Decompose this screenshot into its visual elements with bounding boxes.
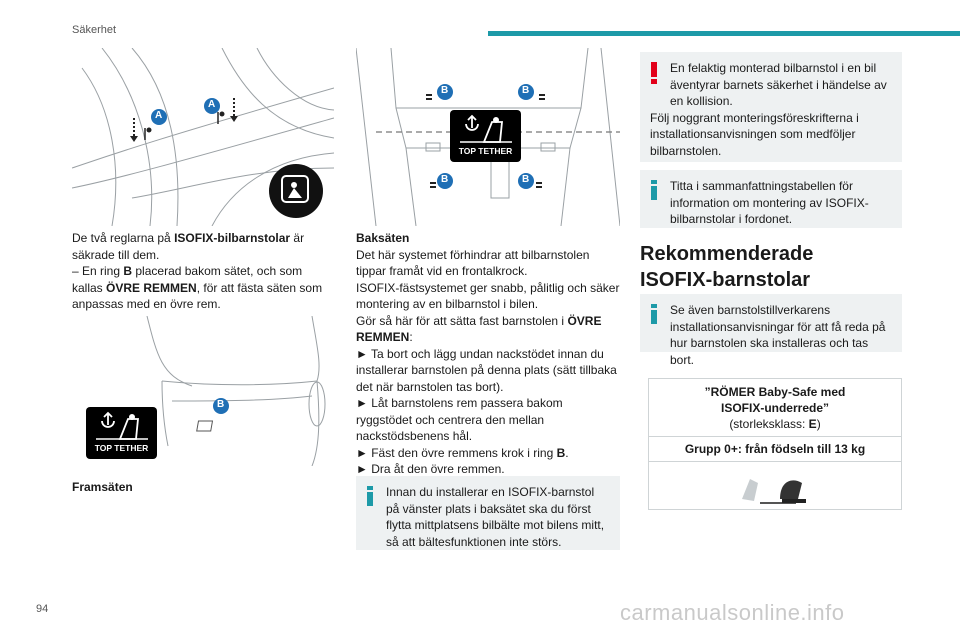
isofix-front-seat-figure: A A <box>72 48 334 226</box>
rear-ring-label-b-2: B <box>522 85 530 96</box>
step-4: ► Dra åt den övre remmen. <box>356 462 505 476</box>
child-seat-image <box>649 462 901 516</box>
rear-ring-label-b-3: B <box>441 174 449 185</box>
child-seat-card: ”RÖMER Baby-Safe med ISOFIX-underrede” (… <box>648 378 902 510</box>
ring-label-b: B <box>217 399 225 410</box>
info-icon <box>650 304 658 329</box>
rear-seat-info-note: Innan du installerar en ISOFIX-barnstol … <box>356 476 620 550</box>
warning-text-1: En felaktig monterad bilbarnstol i en bi… <box>670 61 887 108</box>
summary-table-info-text: Titta i sammanfattningstabellen för info… <box>670 179 869 226</box>
child-seat-group: Grupp 0+: från födseln till 13 kg <box>649 437 901 462</box>
info-icon <box>366 486 374 511</box>
watermark: carmanualsonline.info <box>620 600 845 625</box>
step-1: ► Ta bort och lägg undan nackstödet inna… <box>356 346 617 394</box>
rear-seats-line-1: Det här systemet förhindrar att bilbarns… <box>356 247 590 279</box>
rear-ring-label-b-1: B <box>441 85 449 96</box>
info-icon <box>650 180 658 205</box>
section-accent-bar <box>488 31 960 36</box>
isofix-symbol-icon <box>269 164 323 218</box>
child-seat-name: ”RÖMER Baby-Safe med ISOFIX-underrede” (… <box>649 379 901 437</box>
step-2: ► Låt barnstolens rem passera bakom rygg… <box>356 396 563 443</box>
rear-seats-section: Baksäten Det här systemet förhindrar att… <box>356 230 620 478</box>
page-number: 94 <box>36 603 49 615</box>
rear-seats-title: Baksäten <box>356 231 410 245</box>
rear-seat-anchors-figure: B B B B TOP TETHER <box>356 48 620 226</box>
summary-table-info-note: Titta i sammanfattningstabellen för info… <box>640 170 902 228</box>
manufacturer-info-text: Se även barnstolstillverkarens installat… <box>670 303 886 367</box>
anchor-label-a-2: A <box>208 99 216 110</box>
rear-seat-info-text: Innan du installerar en ISOFIX-barnstol … <box>386 485 605 549</box>
anchor-label-a-1: A <box>155 110 163 121</box>
rear-seats-line-2: ISOFIX-fästsystemet ger snabb, pålitlig … <box>356 280 620 312</box>
rear-ring-label-b-4: B <box>522 174 530 185</box>
step-3: ► Fäst den övre remmens krok i ring B. <box>356 445 569 460</box>
rear-top-tether-badge: TOP TETHER <box>450 110 521 162</box>
manufacturer-info-note: Se även barnstolstillverkarens installat… <box>640 294 902 367</box>
warning-note: En felaktig monterad bilbarnstol i en bi… <box>640 52 902 162</box>
howto-line: Gör så här för att sätta fast barnstolen… <box>356 313 602 345</box>
warning-icon <box>650 62 658 89</box>
col1-paragraph: De två reglarna på ISOFIX-bilbarnstolar … <box>72 231 323 311</box>
recommended-seats-heading: Rekommenderade ISOFIX-barnstolar <box>640 243 814 291</box>
warning-text-2: Följ noggrant monteringsföreskrifterna i… <box>650 110 859 158</box>
rear-top-tether-badge-text: TOP TETHER <box>458 146 513 156</box>
top-tether-badge: TOP TETHER <box>86 407 157 459</box>
top-tether-badge-text: TOP TETHER <box>94 443 149 453</box>
top-tether-front-figure: TOP TETHER B <box>72 316 334 466</box>
front-seats-caption: Framsäten <box>72 480 133 494</box>
section-title: Säkerhet <box>72 24 117 36</box>
